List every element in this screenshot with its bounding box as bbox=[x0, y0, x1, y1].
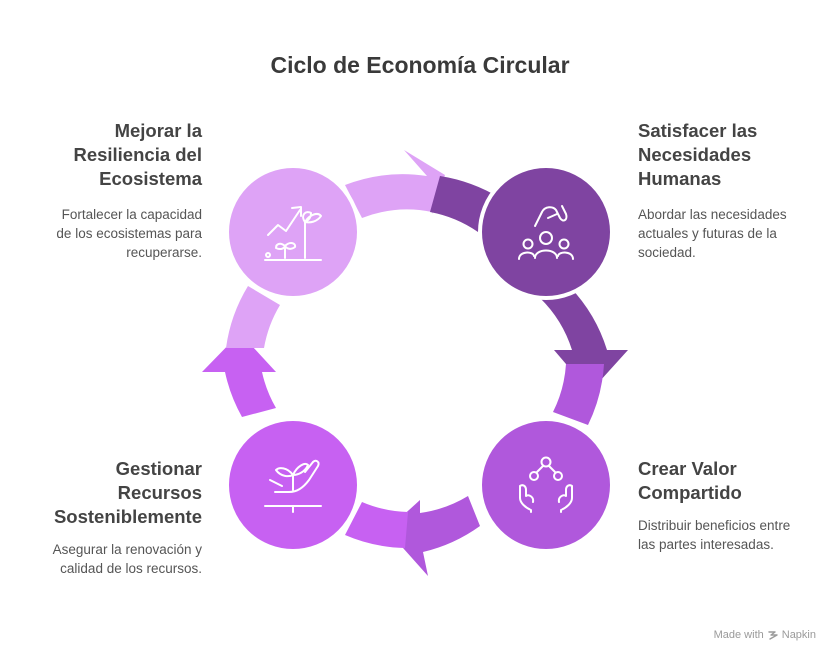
heading-line: Humanas bbox=[638, 168, 722, 189]
description-line: Distribuir beneficios entre bbox=[638, 518, 791, 533]
heading-line: Compartido bbox=[638, 482, 742, 503]
description-line: Fortalecer la capacidad bbox=[61, 207, 202, 222]
arc-segment-8 bbox=[226, 286, 280, 348]
heading-line: Ecosistema bbox=[99, 168, 202, 189]
footer-made-with: Made with bbox=[713, 629, 764, 641]
diagram-title: Ciclo de Economía Circular bbox=[270, 52, 570, 78]
description-line: Asegurar la renovación y bbox=[52, 542, 202, 557]
step-description-resiliencia: Fortalecer la capacidad de los ecosistem… bbox=[22, 205, 202, 262]
step-heading-resiliencia: Mejorar la Resiliencia del Ecosistema bbox=[52, 119, 202, 191]
hand-plant-icon bbox=[264, 459, 322, 513]
description-line: recuperarse. bbox=[126, 245, 202, 260]
step-heading-valor: Crear Valor Compartido bbox=[638, 457, 818, 505]
heading-line: Mejorar la bbox=[114, 120, 202, 141]
node-circle-valor bbox=[478, 417, 614, 553]
heading-line: Satisfacer las bbox=[638, 120, 758, 141]
hands-network-icon bbox=[519, 456, 573, 513]
description-line: calidad de los recursos. bbox=[60, 561, 202, 576]
step-heading-recursos: Gestionar Recursos Sosteniblemente bbox=[32, 457, 202, 529]
arc-segment-5 bbox=[387, 496, 480, 576]
heading-line: Sosteniblemente bbox=[53, 506, 202, 527]
node-circle-resiliencia bbox=[225, 164, 361, 300]
napkin-logo-icon bbox=[768, 631, 778, 640]
heading-line: Gestionar bbox=[115, 458, 202, 479]
heading-line: Resiliencia del bbox=[73, 144, 202, 165]
heading-line: Crear Valor bbox=[638, 458, 737, 479]
step-description-valor: Distribuir beneficios entre las partes i… bbox=[638, 516, 828, 554]
arc-segment-1 bbox=[345, 150, 445, 218]
heading-line: Necesidades bbox=[638, 144, 752, 165]
step-heading-necesidades: Satisfacer las Necesidades Humanas bbox=[638, 119, 818, 191]
description-line: las partes interesadas. bbox=[638, 537, 774, 552]
description-line: de los ecosistemas para bbox=[56, 226, 202, 241]
description-line: Abordar las necesidades bbox=[638, 207, 787, 222]
step-description-necesidades: Abordar las necesidades actuales y futur… bbox=[638, 205, 828, 262]
description-line: actuales y futuras de la bbox=[638, 226, 777, 241]
arc-segment-4 bbox=[553, 364, 604, 425]
arc-segment-6 bbox=[345, 502, 408, 548]
people-group-icon bbox=[518, 205, 574, 260]
description-line: sociedad. bbox=[638, 245, 696, 260]
step-description-recursos: Asegurar la renovación y calidad de los … bbox=[22, 540, 202, 578]
footer-brand: Napkin bbox=[781, 629, 816, 641]
footer-credit: Made with Napkin bbox=[714, 629, 816, 641]
arc-segment-7 bbox=[202, 333, 276, 417]
heading-line: Recursos bbox=[117, 482, 202, 503]
arc-segment-3 bbox=[540, 287, 628, 392]
growth-plant-icon bbox=[264, 206, 322, 261]
